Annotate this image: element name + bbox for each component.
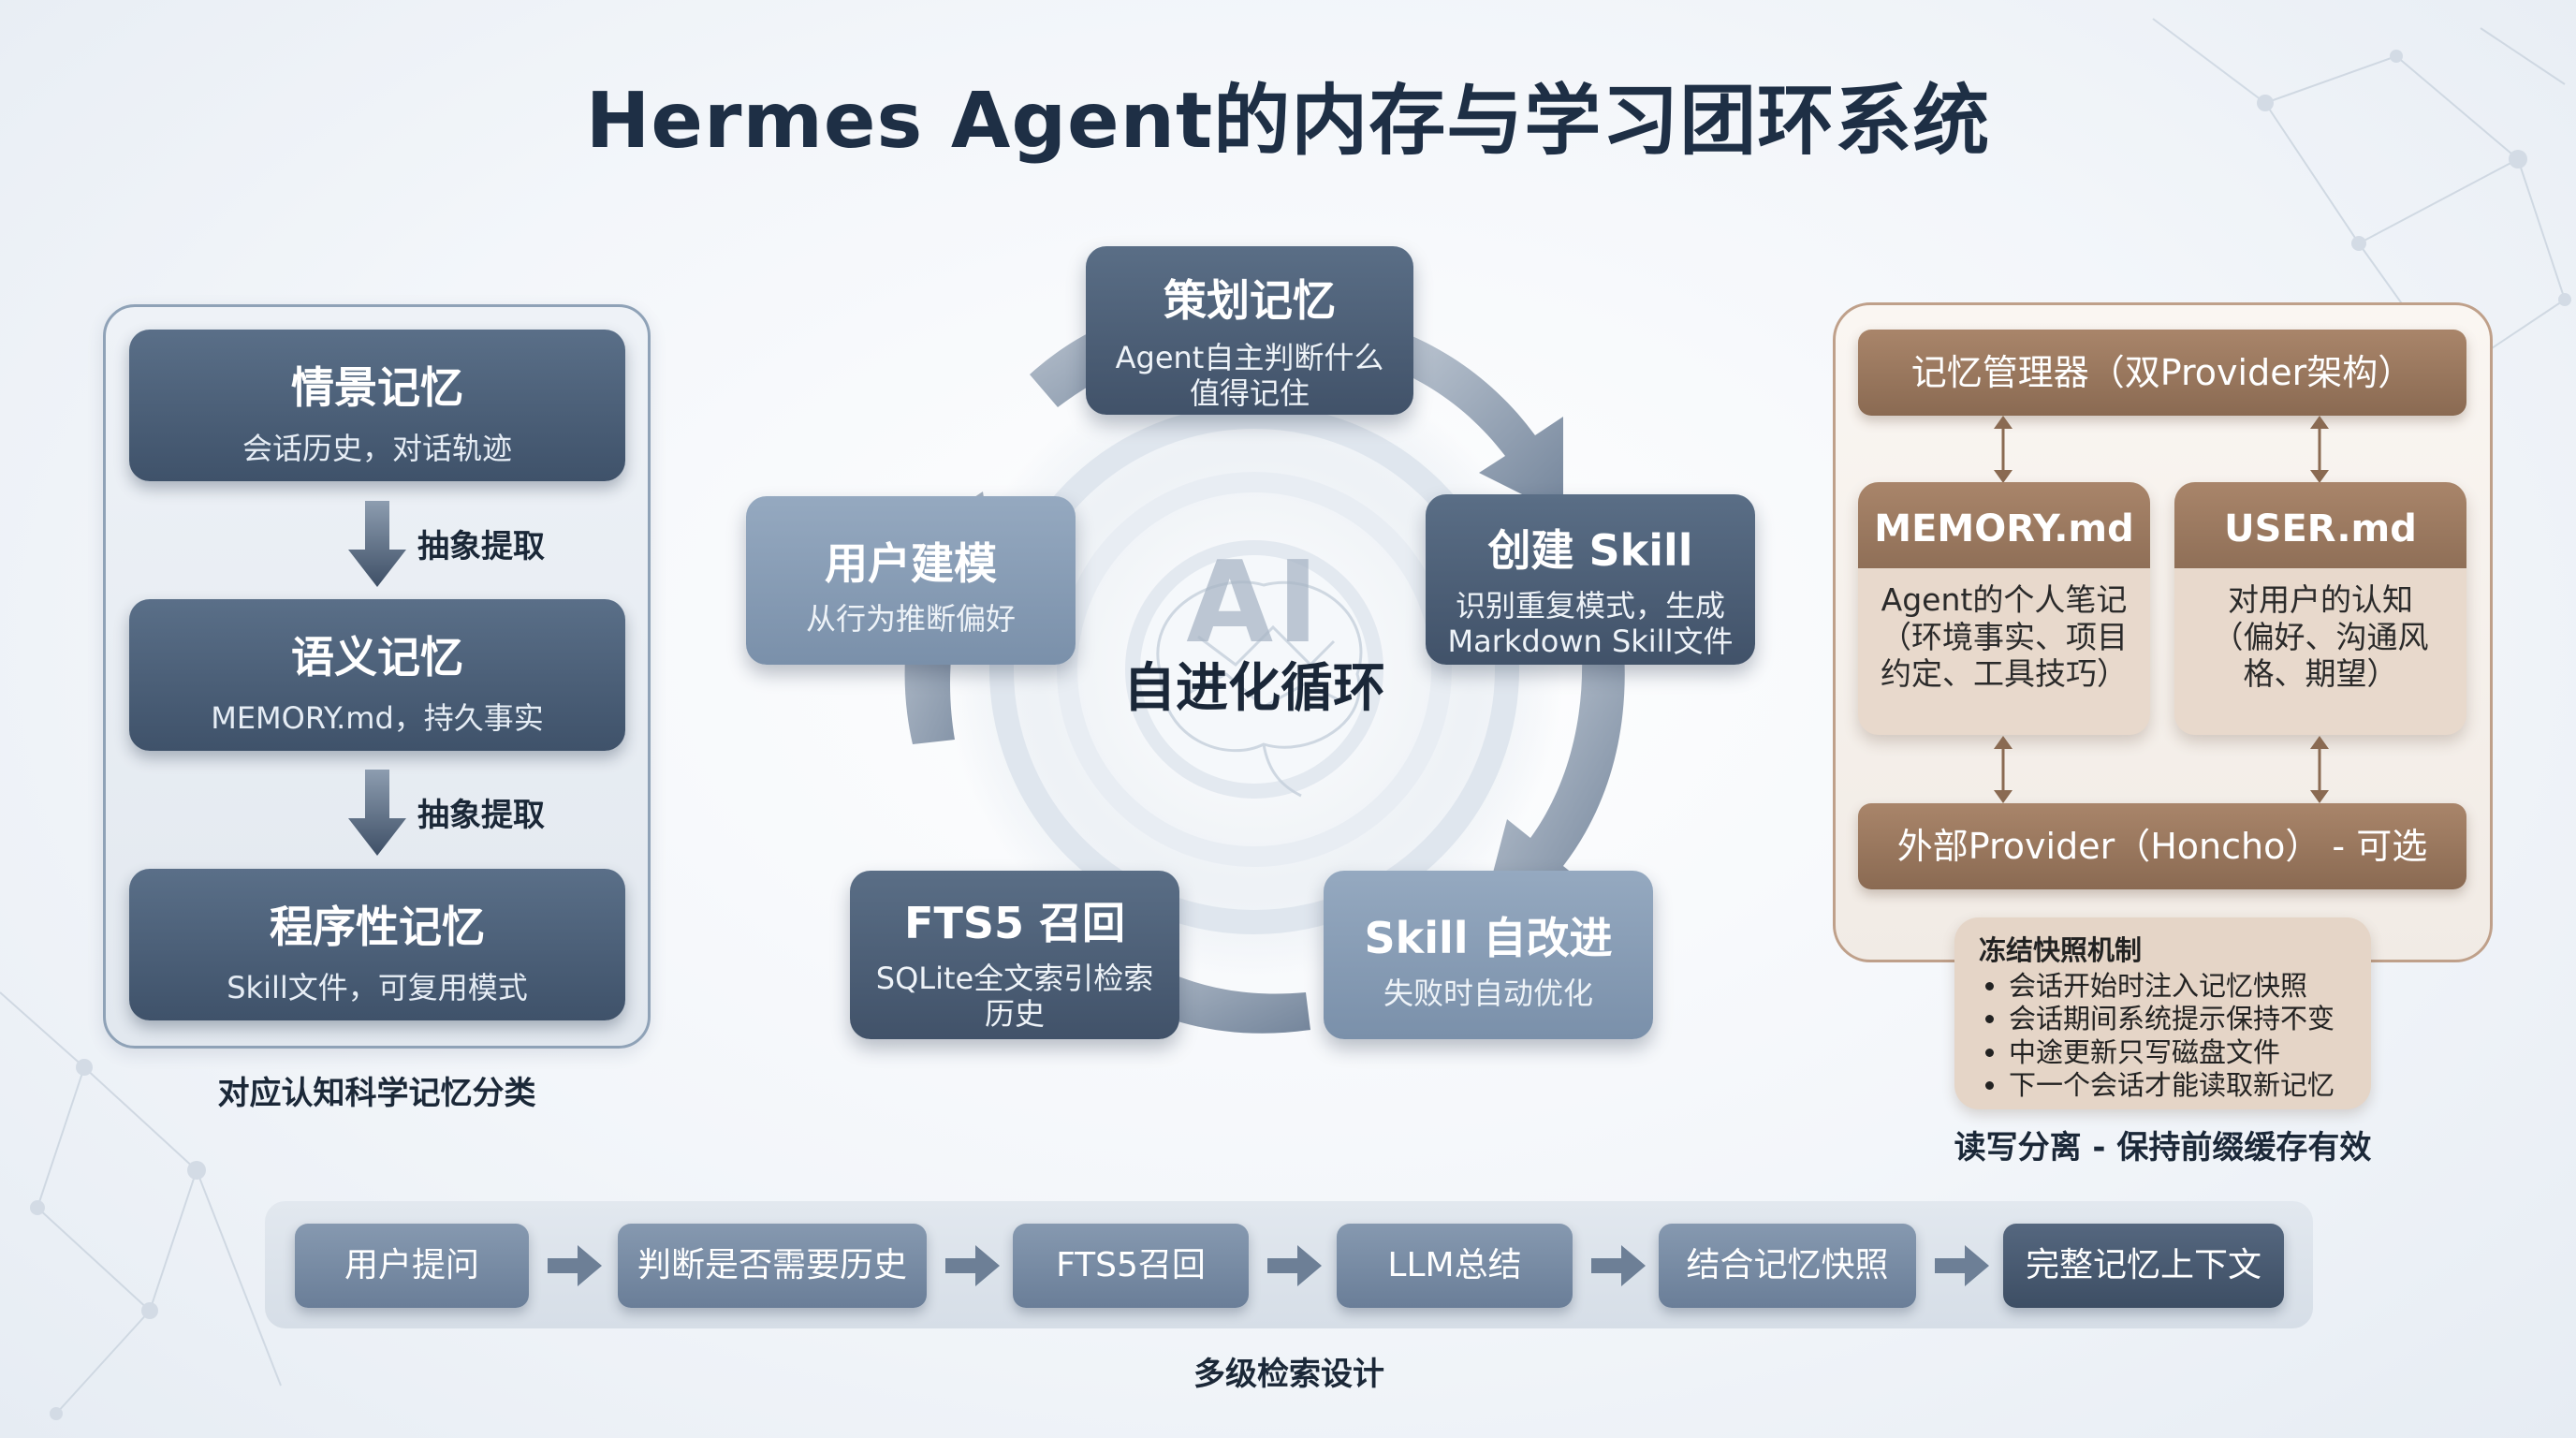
node-subtitle-line: 失败时自动优化 [1383, 976, 1593, 1011]
node-subtitle-line: Markdown Skill文件 [1447, 624, 1734, 660]
abstract-extract-label: 抽象提取 [417, 797, 545, 834]
cycle-node-create-skill: 创建 Skill 识别重复模式，生成 Markdown Skill文件 [1426, 494, 1755, 665]
cycle-center-label: 自进化循环 [1123, 658, 1385, 719]
node-title: 创建 Skill [1487, 525, 1693, 576]
freeze-item: 中途更新只写磁盘文件 [2009, 1036, 2347, 1069]
user-md-title: USER.md [2174, 482, 2466, 568]
double-arrow-icon [2310, 736, 2329, 803]
flow-step-full-context: 完整记忆上下文 [2003, 1224, 2284, 1308]
user-md-line: 对用户的认知 [2228, 581, 2413, 618]
card-subtitle: MEMORY.md，持久事实 [211, 700, 544, 736]
card-title: 语义记忆 [291, 632, 463, 682]
cycle-node-fts5-recall: FTS5 召回 SQLite全文索引检索 历史 [850, 871, 1179, 1039]
cycle-node-curate-memory: 策划记忆 Agent自主判断什么 值得记住 [1086, 246, 1413, 415]
card-subtitle: 会话历史，对话轨迹 [242, 431, 512, 466]
node-title: FTS5 召回 [904, 898, 1125, 948]
right-arrow-icon [945, 1245, 1000, 1286]
memory-md-title: MEMORY.md [1858, 482, 2150, 568]
down-arrow-icon [348, 501, 406, 587]
external-provider-bar: 外部Provider（Honcho） - 可选 [1858, 803, 2466, 889]
right-panel-caption: 读写分离 - 保持前缀缓存有效 [1954, 1129, 2372, 1167]
freeze-item: 下一个会话才能读取新记忆 [2009, 1069, 2347, 1102]
double-arrow-icon [1994, 736, 2012, 803]
semantic-memory-card: 语义记忆 MEMORY.md，持久事实 [129, 599, 625, 751]
freeze-item: 会话期间系统提示保持不变 [2009, 1003, 2347, 1035]
card-subtitle: Skill文件，可复用模式 [227, 970, 528, 1005]
double-arrow-icon [2310, 416, 2329, 483]
down-arrow-icon [348, 770, 406, 856]
freeze-item: 会话开始时注入记忆快照 [2009, 970, 2347, 1003]
memory-md-line: （环境事实、项目 [1881, 618, 2128, 655]
procedural-memory-card: 程序性记忆 Skill文件，可复用模式 [129, 869, 625, 1020]
page-title: Hermes Agent的内存与学习团环系统 [585, 77, 1991, 166]
flow-step-fts5-recall: FTS5召回 [1013, 1224, 1249, 1308]
flow-step-user-question: 用户提问 [295, 1224, 529, 1308]
node-title: 用户建模 [825, 538, 997, 589]
left-panel-caption: 对应认知科学记忆分类 [217, 1075, 536, 1112]
cycle-node-skill-self-improve: Skill 自改进 失败时自动优化 [1324, 871, 1653, 1039]
node-subtitle-line: 从行为推断偏好 [805, 601, 1016, 637]
node-subtitle-line: 值得记住 [1189, 375, 1310, 412]
freeze-title: 冻结快照机制 [1979, 934, 2143, 966]
node-subtitle-line: 识别重复模式，生成 [1455, 588, 1725, 624]
cycle-node-user-modeling: 用户建模 从行为推断偏好 [746, 496, 1076, 665]
memory-manager-bar: 记忆管理器（双Provider架构） [1858, 330, 2466, 416]
card-title: 情景记忆 [291, 362, 463, 413]
ai-watermark: AI [1186, 538, 1323, 668]
user-md-card: USER.md 对用户的认知 （偏好、沟通风 格、期望） [2174, 482, 2466, 735]
memory-md-line: 约定、工具技巧） [1881, 655, 2128, 693]
card-title: 程序性记忆 [270, 902, 485, 952]
user-md-line: （偏好、沟通风 [2212, 618, 2429, 655]
node-subtitle-line: Agent自主判断什么 [1115, 340, 1384, 375]
right-arrow-icon [1935, 1245, 1989, 1286]
node-subtitle-line: 历史 [984, 996, 1045, 1033]
cycle-ring-graphic [899, 276, 1625, 1034]
flow-caption: 多级检索设计 [1193, 1356, 1384, 1393]
right-arrow-icon [1591, 1245, 1646, 1286]
memory-md-line: Agent的个人笔记 [1881, 581, 2128, 618]
freeze-snapshot-box: 冻结快照机制 会话开始时注入记忆快照 会话期间系统提示保持不变 中途更新只写磁盘… [1954, 917, 2371, 1109]
flow-step-combine-snapshot: 结合记忆快照 [1659, 1224, 1916, 1308]
node-subtitle-line: SQLite全文索引检索 [875, 961, 1154, 996]
flow-step-judge-history: 判断是否需要历史 [618, 1224, 927, 1308]
memory-md-card: MEMORY.md Agent的个人笔记 （环境事实、项目 约定、工具技巧） [1858, 482, 2150, 735]
flow-step-llm-summary: LLM总结 [1337, 1224, 1573, 1308]
node-title: Skill 自改进 [1364, 913, 1613, 963]
node-title: 策划记忆 [1164, 275, 1336, 326]
episodic-memory-card: 情景记忆 会话历史，对话轨迹 [129, 330, 625, 481]
double-arrow-icon [1994, 416, 2012, 483]
right-arrow-icon [1267, 1245, 1322, 1286]
right-arrow-icon [548, 1245, 602, 1286]
user-md-line: 格、期望） [2243, 655, 2398, 693]
abstract-extract-label: 抽象提取 [417, 528, 545, 565]
